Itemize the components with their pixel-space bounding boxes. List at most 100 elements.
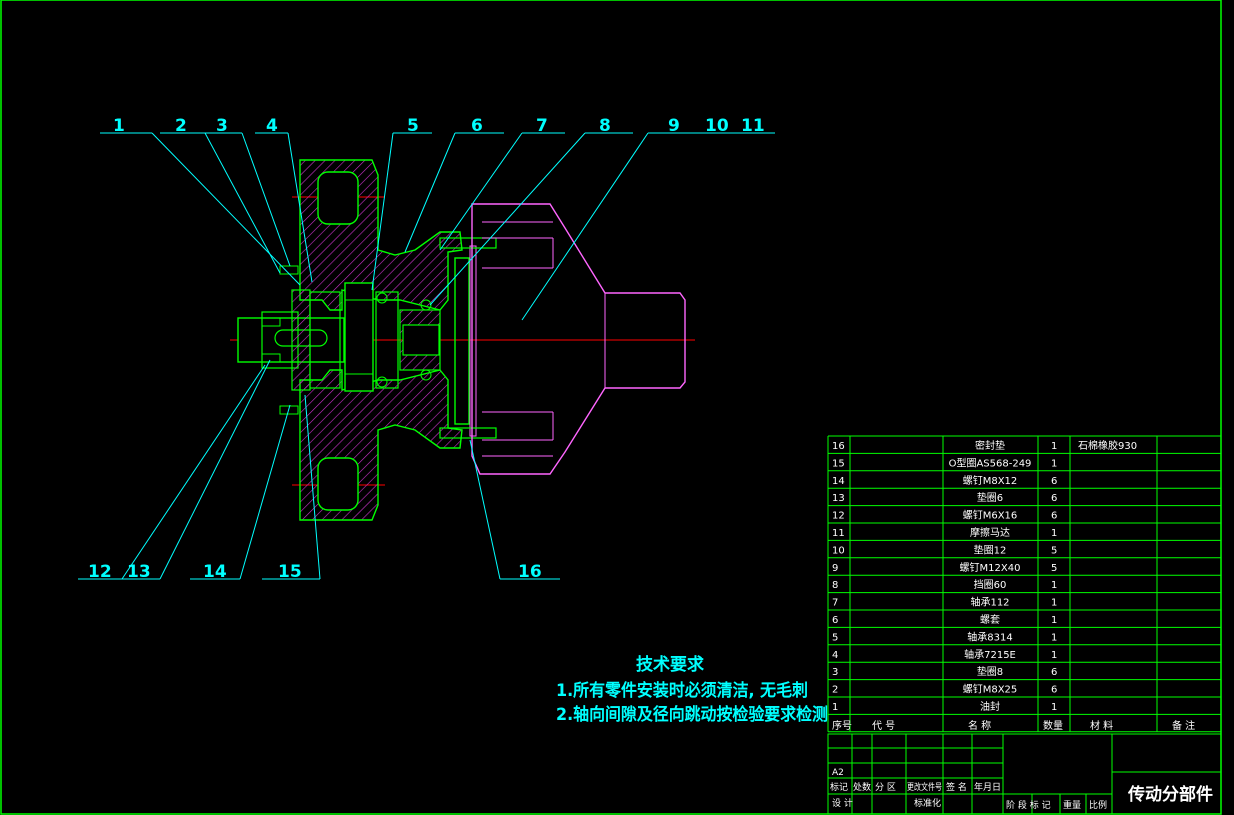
bom-row-no: 10 xyxy=(832,545,845,556)
tb-standard: 标准化 xyxy=(914,797,941,809)
bom-row-name: 密封垫 xyxy=(975,439,1005,452)
callout-12: 12 xyxy=(88,562,112,582)
bom-header-no: 序号 xyxy=(832,719,852,732)
tb-label-sign: 签 名 xyxy=(946,781,967,793)
bom-row-no: 6 xyxy=(832,615,838,626)
tb-label-zone: 分 区 xyxy=(875,782,896,793)
wheel-rim-upper xyxy=(317,171,359,225)
bom-row-no: 16 xyxy=(832,441,845,452)
callout-10: 10 xyxy=(705,116,729,136)
tech-req-item-1: 1.所有零件安装时必须清洁, 无毛刺 xyxy=(556,680,808,701)
bom-row-no: 2 xyxy=(832,685,838,696)
bom-row-no: 1 xyxy=(832,702,838,713)
title-block: A2 标记 处数 分 区 更改文件号 签 名 年月日 设 计 标准化 阶 段 标… xyxy=(827,733,1222,815)
bom-row-qty: 6 xyxy=(1051,476,1057,487)
callout-7: 7 xyxy=(536,116,548,136)
callout-11: 11 xyxy=(741,116,765,136)
friction-motor xyxy=(471,203,686,475)
bom-row-qty: 1 xyxy=(1051,458,1057,469)
bom-row-qty: 1 xyxy=(1051,598,1057,609)
callout-13: 13 xyxy=(127,562,151,582)
bom-row-name: 螺钉M6X16 xyxy=(963,510,1018,522)
bom-row-no: 14 xyxy=(832,476,845,487)
bom-row-name: 螺钉M8X12 xyxy=(963,475,1018,487)
bom-row-qty: 5 xyxy=(1051,545,1057,556)
bom-row-no: 9 xyxy=(832,563,838,574)
bom-row-no: 8 xyxy=(832,580,838,591)
bearing-large xyxy=(344,282,374,392)
title-block-a2: A2 xyxy=(832,768,844,778)
bom-row-name: 螺套 xyxy=(980,613,1000,626)
bom-row-name: 轴承8314 xyxy=(967,630,1012,643)
bom-row-qty: 1 xyxy=(1051,702,1057,713)
callout-6: 6 xyxy=(471,116,483,136)
leader-lines xyxy=(78,132,775,580)
tb-stage: 阶 段 标 记 xyxy=(1006,799,1051,811)
bom-row-qty: 5 xyxy=(1051,563,1057,574)
tb-label-count: 处数 xyxy=(853,781,871,793)
drawing-title: 传动分部件 xyxy=(1127,784,1213,805)
callout-4: 4 xyxy=(266,116,278,136)
bom-row-name: 垫圈6 xyxy=(977,491,1003,504)
seal-plate xyxy=(454,257,470,425)
bom-row-qty: 1 xyxy=(1051,632,1057,643)
bom-header-name: 名 称 xyxy=(968,719,991,732)
callout-3: 3 xyxy=(216,116,228,136)
callout-5: 5 xyxy=(407,116,419,136)
bom-row-name: 垫圈12 xyxy=(974,543,1007,556)
bom-row-name: 挡圈60 xyxy=(974,578,1007,591)
bom-row-name: 垫圈8 xyxy=(977,665,1003,678)
bearing-small xyxy=(375,291,399,389)
bom-header-remark: 备 注 xyxy=(1172,719,1195,732)
bom-row-no: 13 xyxy=(832,493,845,504)
bom-row-no: 11 xyxy=(832,528,845,539)
tech-req-item-2: 2.轴向间隙及径向跳动按检验要求检测 xyxy=(556,704,828,725)
bom-row-name: O型圈AS568-249 xyxy=(949,456,1032,469)
callout-1: 1 xyxy=(113,116,125,136)
bom-row-name: 螺钉M12X40 xyxy=(960,562,1021,574)
bom-row-qty: 1 xyxy=(1051,528,1057,539)
bom-row-no: 7 xyxy=(832,598,838,609)
tb-weight: 重量 xyxy=(1063,799,1081,811)
bom-row-qty: 1 xyxy=(1051,441,1057,452)
callout-2: 2 xyxy=(175,116,187,136)
bom-row-material: 石棉橡胶930 xyxy=(1078,439,1137,452)
bom-row-no: 15 xyxy=(832,458,845,469)
bom-row-qty: 6 xyxy=(1051,685,1057,696)
bom-row-name: 螺钉M8X25 xyxy=(963,684,1018,696)
bom-row-name: 轴承7215E xyxy=(964,648,1016,661)
tb-label-mark: 标记 xyxy=(830,781,848,793)
bom-row-qty: 1 xyxy=(1051,580,1057,591)
bom-header-qty: 数量 xyxy=(1043,719,1063,732)
callout-numbers: 1 2 3 4 5 6 7 8 9 10 11 12 13 14 15 16 xyxy=(88,116,765,582)
callout-15: 15 xyxy=(278,562,302,582)
technical-requirements: 技术要求 1.所有零件安装时必须清洁, 无毛刺 2.轴向间隙及径向跳动按检验要求… xyxy=(556,654,828,725)
bom-header-code: 代 号 xyxy=(872,720,895,732)
bom-row-qty: 1 xyxy=(1051,615,1057,626)
bom-row-name: 油封 xyxy=(980,700,1000,713)
bom-row-no: 12 xyxy=(832,511,845,522)
bom-row-qty: 6 xyxy=(1051,667,1057,678)
tb-label-change: 更改文件号 xyxy=(907,781,942,793)
tb-scale: 比例 xyxy=(1089,799,1107,811)
callout-16: 16 xyxy=(518,562,542,582)
bom-row-no: 4 xyxy=(832,650,838,661)
tb-label-date: 年月日 xyxy=(974,781,1001,793)
bom-row-qty: 6 xyxy=(1051,493,1057,504)
bom-row-no: 5 xyxy=(832,632,838,643)
tech-req-title: 技术要求 xyxy=(636,654,704,675)
bom-row-name: 轴承112 xyxy=(970,596,1009,609)
bom-header-material: 材 料 xyxy=(1090,719,1113,732)
input-shaft xyxy=(237,317,345,363)
bom-row-name: 摩擦马达 xyxy=(970,526,1010,539)
bom-row-qty: 1 xyxy=(1051,650,1057,661)
wheel-rim-lower xyxy=(317,457,359,511)
tb-design: 设 计 xyxy=(832,797,853,809)
callout-9: 9 xyxy=(668,116,680,136)
bom-row-qty: 6 xyxy=(1051,511,1057,522)
bom-row-no: 3 xyxy=(832,667,838,678)
callout-8: 8 xyxy=(599,116,611,136)
